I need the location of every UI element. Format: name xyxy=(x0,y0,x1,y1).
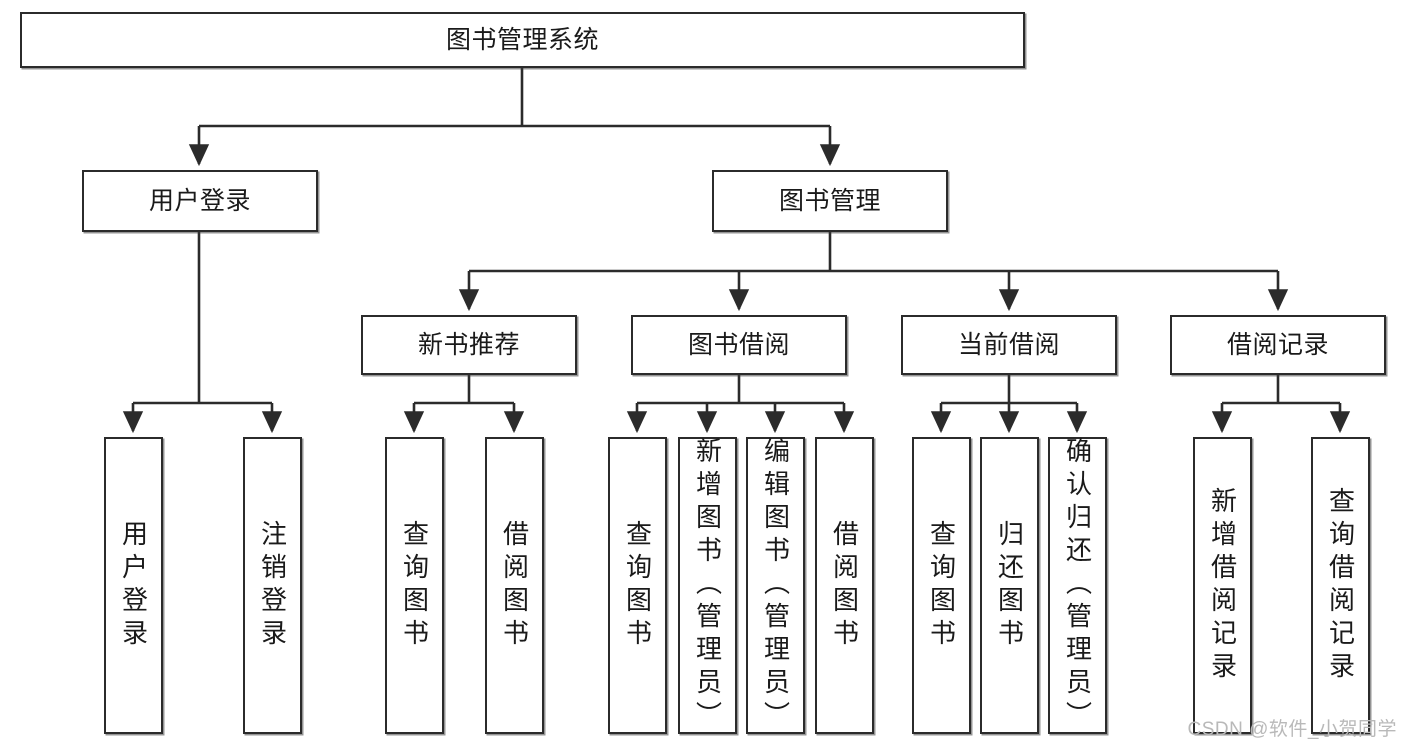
node-leaf-user-login-login[interactable]: 用户登录 xyxy=(104,437,163,734)
node-label: 新书推荐 xyxy=(417,331,520,359)
node-label: 借阅图书 xyxy=(829,519,860,652)
node-label: 查询借阅记录 xyxy=(1325,486,1356,685)
node-label: 编辑图书（管理员） xyxy=(760,437,791,734)
node-book-borrow[interactable]: 图书借阅 xyxy=(631,315,847,375)
node-label: 新增图书（管理员） xyxy=(692,437,723,734)
watermark-text: CSDN @软件_小贺同学 xyxy=(1187,719,1397,740)
node-leaf-book-borrow-add-admin[interactable]: 新增图书（管理员） xyxy=(678,437,737,734)
node-label: 借阅图书 xyxy=(499,519,530,652)
node-leaf-book-borrow-edit-admin[interactable]: 编辑图书（管理员） xyxy=(746,437,805,734)
node-label: 注销登录 xyxy=(257,519,288,652)
node-leaf-book-borrow-borrow[interactable]: 借阅图书 xyxy=(815,437,874,734)
node-label: 借阅记录 xyxy=(1226,331,1329,359)
node-label: 图书借阅 xyxy=(687,331,790,359)
node-label: 查询图书 xyxy=(926,519,957,652)
node-leaf-borrow-record-query[interactable]: 查询借阅记录 xyxy=(1311,437,1370,734)
node-leaf-borrow-record-add[interactable]: 新增借阅记录 xyxy=(1193,437,1252,734)
node-leaf-book-borrow-query[interactable]: 查询图书 xyxy=(608,437,667,734)
node-book-management[interactable]: 图书管理 xyxy=(712,170,948,232)
node-leaf-user-login-logout[interactable]: 注销登录 xyxy=(243,437,302,734)
node-label: 图书管理系统 xyxy=(445,26,599,54)
node-leaf-current-borrow-return[interactable]: 归还图书 xyxy=(980,437,1039,734)
node-borrow-record[interactable]: 借阅记录 xyxy=(1170,315,1386,375)
node-user-login[interactable]: 用户登录 xyxy=(82,170,318,232)
node-leaf-current-borrow-confirm-admin[interactable]: 确认归还（管理员） xyxy=(1048,437,1107,734)
node-label: 查询图书 xyxy=(622,519,653,652)
node-leaf-new-book-borrow[interactable]: 借阅图书 xyxy=(485,437,544,734)
node-leaf-current-borrow-query[interactable]: 查询图书 xyxy=(912,437,971,734)
node-root-book-management-system[interactable]: 图书管理系统 xyxy=(20,12,1025,68)
node-new-book-recommend[interactable]: 新书推荐 xyxy=(361,315,577,375)
node-label: 查询图书 xyxy=(399,519,430,652)
node-label: 图书管理 xyxy=(778,187,881,215)
node-label: 用户登录 xyxy=(148,187,251,215)
node-leaf-new-book-query[interactable]: 查询图书 xyxy=(385,437,444,734)
node-label: 新增借阅记录 xyxy=(1207,486,1238,685)
node-current-borrow[interactable]: 当前借阅 xyxy=(901,315,1117,375)
node-label: 确认归还（管理员） xyxy=(1062,437,1093,734)
node-label: 归还图书 xyxy=(994,519,1025,652)
node-label: 用户登录 xyxy=(118,519,149,652)
node-label: 当前借阅 xyxy=(957,331,1060,359)
